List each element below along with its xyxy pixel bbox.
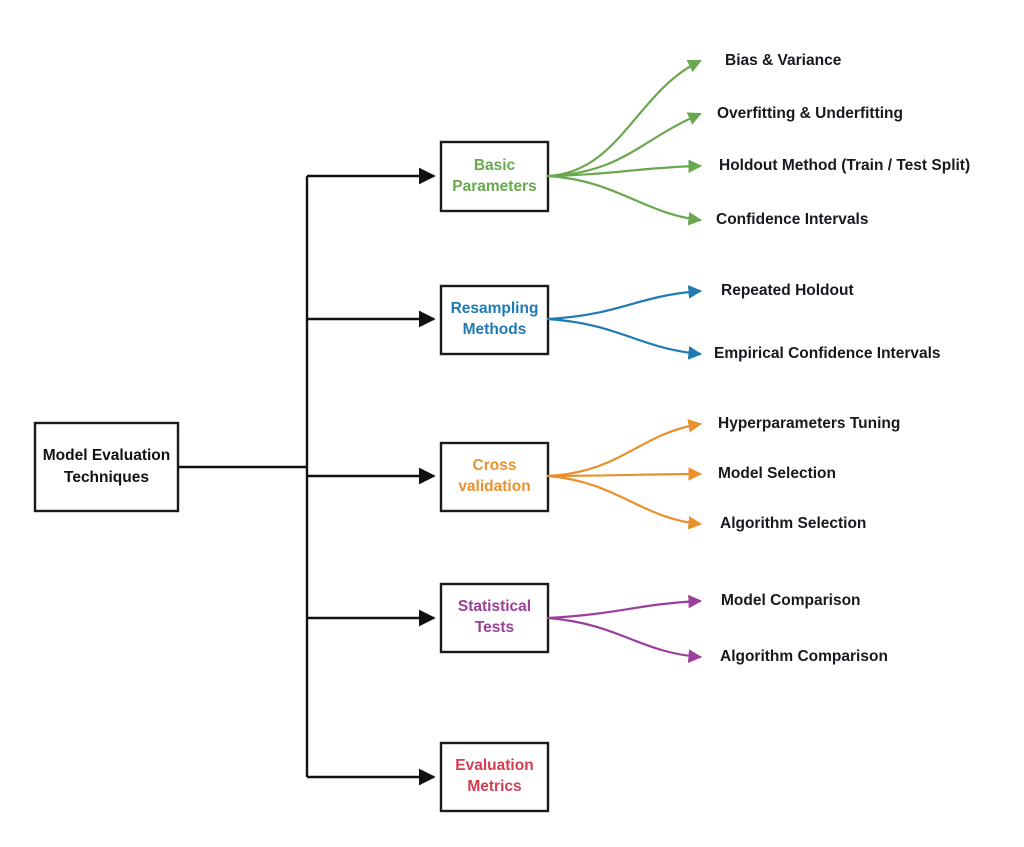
branch-label-resampling-methods-line1: Resampling (451, 300, 539, 317)
curve-stats-to-model-comparison (546, 594, 703, 620)
root-node-model-evaluation-techniques[interactable]: Model Evaluation Techniques (33, 421, 180, 513)
curve-crossval-to-hyperparameters-tuning (546, 419, 703, 478)
branch-curves-basic-parameters (546, 59, 703, 226)
curve-basic-to-confidence-intervals (546, 174, 703, 226)
branch-label-statistical-tests-line1: Statistical (458, 598, 531, 615)
branch-curves-statistical-tests (546, 594, 703, 663)
branch-label-resampling-methods-line2: Methods (463, 321, 527, 338)
root-node-box[interactable] (33, 421, 180, 513)
curve-resampling-to-repeated-holdout (546, 285, 703, 321)
branch-label-cross-validation-line1: Cross (473, 457, 517, 474)
branch-curves-cross-validation (546, 419, 703, 530)
curve-resampling-to-empirical-confidence-intervals (546, 317, 703, 360)
branch-label-basic-parameters-line1: Basic (474, 157, 516, 174)
curve-crossval-to-algorithm-selection (546, 474, 703, 530)
branch-box-cross-validation[interactable] (439, 441, 550, 513)
branch-curves-resampling-methods (546, 285, 703, 360)
leaf-label-algorithm-comparison: Algorithm Comparison (720, 648, 888, 665)
root-node-label-line2: Techniques (64, 469, 149, 486)
leaf-group-basic-parameters: Bias & Variance Overfitting & Underfitti… (716, 52, 970, 228)
leaf-label-overfitting-underfitting: Overfitting & Underfitting (717, 105, 903, 122)
branch-label-cross-validation-line2: validation (458, 478, 530, 495)
leaf-label-bias-variance: Bias & Variance (725, 52, 842, 69)
branch-box-evaluation-metrics[interactable] (439, 741, 550, 813)
leaf-label-hyperparameters-tuning: Hyperparameters Tuning (718, 415, 900, 432)
leaf-label-repeated-holdout: Repeated Holdout (721, 282, 854, 299)
curve-basic-to-overfitting-underfitting (546, 112, 702, 178)
root-node-label-line1: Model Evaluation (43, 447, 170, 464)
branch-label-evaluation-metrics-line1: Evaluation (455, 757, 533, 774)
leaf-label-model-selection: Model Selection (718, 465, 836, 482)
leaf-label-model-comparison: Model Comparison (721, 592, 861, 609)
branch-label-statistical-tests-line2: Tests (475, 619, 514, 636)
curve-crossval-to-model-selection (546, 467, 703, 481)
leaf-label-empirical-confidence-intervals: Empirical Confidence Intervals (714, 345, 941, 362)
leaf-label-confidence-intervals: Confidence Intervals (716, 211, 868, 228)
leaf-label-holdout-method: Holdout Method (Train / Test Split) (719, 157, 970, 174)
curve-stats-to-algorithm-comparison (546, 616, 703, 663)
branch-box-resampling-methods[interactable] (439, 284, 550, 356)
branch-box-basic-parameters[interactable] (439, 140, 550, 213)
branch-label-evaluation-metrics-line2: Metrics (467, 778, 521, 795)
branch-node-evaluation-metrics[interactable]: Evaluation Metrics (439, 741, 550, 813)
branch-node-cross-validation[interactable]: Cross validation (439, 441, 550, 513)
branch-node-statistical-tests[interactable]: Statistical Tests (439, 582, 550, 654)
branch-box-statistical-tests[interactable] (439, 582, 550, 654)
leaf-group-cross-validation: Hyperparameters Tuning Model Selection A… (718, 415, 900, 532)
leaf-group-resampling-methods: Repeated Holdout Empirical Confidence In… (714, 282, 941, 362)
curve-basic-to-holdout-method (546, 159, 703, 178)
branch-label-basic-parameters-line2: Parameters (452, 178, 536, 195)
branch-node-resampling-methods[interactable]: Resampling Methods (439, 284, 550, 356)
branch-node-basic-parameters[interactable]: Basic Parameters (439, 140, 550, 213)
leaf-group-statistical-tests: Model Comparison Algorithm Comparison (720, 592, 888, 665)
leaf-label-algorithm-selection: Algorithm Selection (720, 515, 866, 532)
curve-basic-to-bias-variance (546, 59, 702, 178)
trunk-connector-group (178, 167, 436, 786)
